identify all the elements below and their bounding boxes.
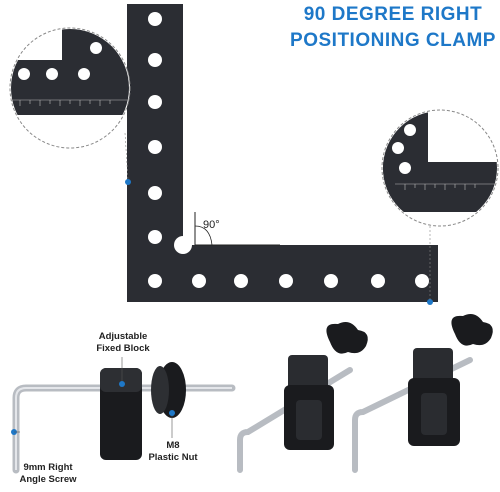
angle-label: 90° — [203, 219, 220, 231]
plastic-nut-label: M8 Plastic Nut — [142, 440, 204, 464]
adjustable-block-line1: Adjustable — [98, 331, 148, 342]
zoom-circle-right — [381, 109, 499, 305]
plastic-nut-line1: M8 — [166, 440, 180, 451]
adjustable-block-line2: Fixed Block — [96, 343, 150, 354]
adjustable-block-label: Adjustable Fixed Block — [92, 331, 154, 355]
screw-line2: Angle Screw — [19, 474, 77, 485]
l-square — [127, 4, 438, 302]
screw-line1: 9mm Right — [23, 462, 73, 473]
plastic-nut-line2: Plastic Nut — [148, 452, 198, 463]
vertical-holes — [148, 12, 162, 288]
clamp-assembly-left — [11, 357, 236, 474]
title-line-1: 90 DEGREE RIGHT — [303, 4, 483, 25]
title-line-2: POSITIONING CLAMP — [290, 30, 496, 51]
zoom-circle-left — [9, 27, 131, 185]
clamp-right-2 — [352, 314, 493, 473]
horizontal-holes — [192, 274, 429, 288]
clamp-right-1 — [237, 322, 368, 473]
square-notch — [174, 236, 192, 254]
angle-arc — [194, 225, 213, 246]
screw-label: 9mm Right Angle Screw — [18, 462, 78, 486]
